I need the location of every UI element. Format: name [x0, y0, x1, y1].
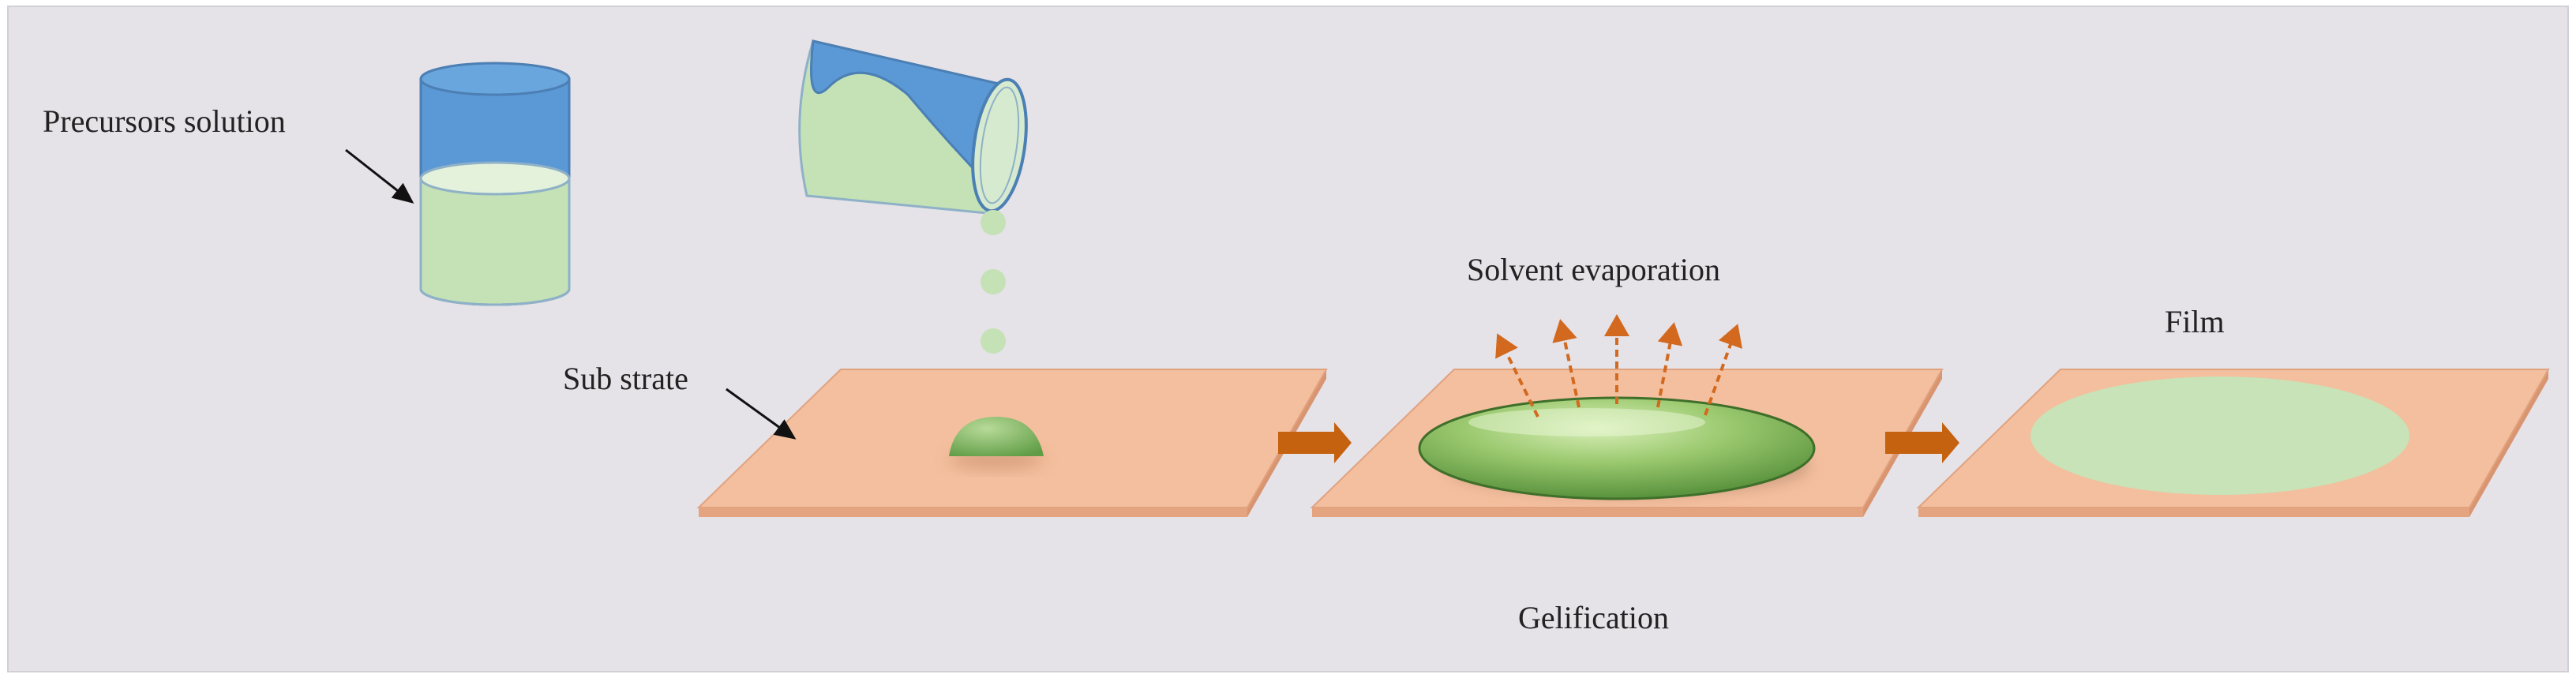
precursors-solution-label: Precursors solution	[43, 103, 286, 139]
beaker	[419, 62, 571, 306]
substrate-2	[1310, 369, 1944, 517]
substrate-1	[696, 369, 1328, 517]
process-arrow-2	[1885, 422, 1959, 463]
substrate-3	[1916, 369, 2550, 517]
substrate-pointer-arrow	[726, 388, 797, 440]
pouring-cup	[798, 39, 1028, 215]
film-layer	[2030, 376, 2409, 495]
gelification-label: Gelification	[1518, 600, 1670, 635]
solvent-evaporation-label: Solvent evaporation	[1467, 252, 1721, 287]
film-label: Film	[2165, 304, 2225, 339]
solution-drop	[949, 417, 1044, 456]
process-arrow-1	[1278, 422, 1352, 463]
substrate-label: Sub strate	[563, 361, 688, 396]
precursors-pointer-arrow	[345, 148, 414, 204]
evaporation-arrows	[1495, 314, 1742, 418]
